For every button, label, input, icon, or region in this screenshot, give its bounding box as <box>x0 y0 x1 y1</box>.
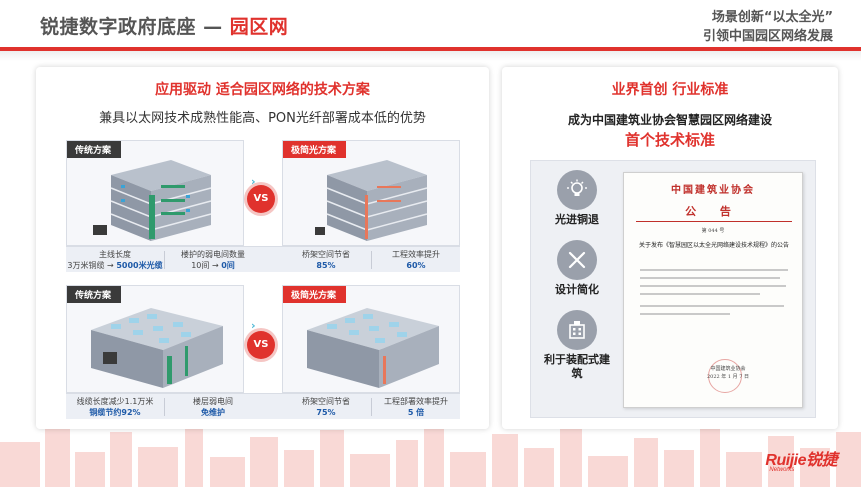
doc-sign-date: 2022 年 1 月 7 日 <box>706 374 750 380</box>
page-title-main: 锐捷数字政府底座 — <box>40 16 230 38</box>
building-icon <box>557 310 597 350</box>
doc-number: 第 044 号 <box>701 228 725 234</box>
stat-item: 工程部署效率提升 5 倍 <box>372 396 460 418</box>
industry-standard-subtitle: 成为中国建筑业协会智慧园区网络建设 <box>567 113 772 127</box>
stat-divider <box>371 251 372 269</box>
stat-value-prefix: 3万米铜缆 → <box>67 261 117 270</box>
tech-solution-title: 应用驱动 适合园区网络的技术方案 <box>155 82 370 98</box>
stat-item: 工程效率提升 60% <box>372 249 460 271</box>
doc-text-line <box>640 293 760 295</box>
feature-item: 设计简化 <box>541 240 613 297</box>
stat-value: 5000米光缆 <box>116 261 163 270</box>
tech-solution-subtitle: 兼具以太网技术成熟性能高、PON光纤部署成本低的优势 <box>99 111 426 126</box>
announcement-document: 中国建筑业协会 公 告 第 044 号 关于发布《智慧园区以太全光网络建设技术规… <box>623 172 803 408</box>
slogan-line-1: 场景创新“以太全光” <box>711 10 833 25</box>
industry-standard-panel: 业界首创 行业标准 成为中国建筑业协会智慧园区网络建设 首个技术标准 光进铜退 … <box>502 67 838 429</box>
stat-value-prefix: 10间 → <box>191 261 222 270</box>
traditional-solution-card-2: 传统方案 <box>66 285 244 393</box>
page-title-accent: 园区网 <box>229 16 289 38</box>
minimal-fiber-tag: 极简光方案 <box>283 286 347 303</box>
stat-label: 桥架空间节省 <box>302 250 350 259</box>
stat-label: 楼层弱电间 <box>193 397 233 406</box>
traditional-floor-illustration <box>91 308 223 388</box>
stat-value: 铜缆节约92% <box>89 408 141 417</box>
slogan-line-2: 引领中国园区网络发展 <box>702 29 833 44</box>
stat-value: 0间 <box>221 261 235 270</box>
bulb-icon <box>557 170 597 210</box>
stat-value: 75% <box>316 408 336 417</box>
vs-badge: VS <box>247 185 275 213</box>
feature-item: 利于装配式建筑 <box>541 310 613 381</box>
minimal-fiber-tag: 极简光方案 <box>283 141 347 158</box>
stat-item: 主线长度 3万米铜缆 → 5000米光缆 <box>66 249 164 271</box>
stat-label: 楼护的弱电间数量 <box>181 250 245 259</box>
header-shadow <box>0 51 861 61</box>
ruijie-logo: Ruijie锐捷 Networks <box>765 446 837 473</box>
city-skyline-background <box>0 422 861 487</box>
stat-item: 桥架空间节省 85% <box>282 249 370 271</box>
doc-title: 关于发布《智慧园区以太全光网络建设技术规程》的公告 <box>638 242 789 249</box>
stats-bar-1: 主线长度 3万米铜缆 → 5000米光缆 楼护的弱电间数量 10间 → 0间 桥… <box>66 246 460 272</box>
doc-org: 中国建筑业协会 <box>671 185 755 196</box>
traditional-solution-card-1: 传统方案 <box>66 140 244 246</box>
stat-item: 桥架空间节省 75% <box>282 396 370 418</box>
stat-divider <box>164 398 165 416</box>
stat-label: 主线长度 <box>99 250 131 259</box>
stat-value: 5 倍 <box>407 408 425 417</box>
minimal-fiber-solution-card-2: 极简光方案 <box>282 285 460 393</box>
stat-value: 60% <box>406 261 426 270</box>
header-divider <box>0 47 861 51</box>
feature-label: 设计简化 <box>555 283 599 296</box>
chevron-right-icon: › <box>251 175 256 188</box>
doc-text-line <box>640 305 784 307</box>
tools-icon <box>557 240 597 280</box>
stat-divider <box>164 251 165 269</box>
stat-item: 楼层弱电间 免维护 <box>165 396 261 418</box>
tech-solution-panel: 应用驱动 适合园区网络的技术方案 兼具以太网技术成熟性能高、PON光纤部署成本低… <box>36 67 489 429</box>
industry-standard-title: 业界首创 行业标准 <box>611 82 729 98</box>
page-title: 锐捷数字政府底座 — 园区网 <box>40 12 288 39</box>
doc-text-line <box>640 285 786 287</box>
standard-showcase: 光进铜退 设计简化 利于装配式建筑 中国建筑业协会 公 告 第 044 号 关于… <box>530 160 816 418</box>
doc-sign-org: 中国建筑业协会 <box>710 366 746 372</box>
minimal-fiber-solution-card-1: 极简光方案 <box>282 140 460 246</box>
traditional-tag: 传统方案 <box>67 141 122 158</box>
feature-label: 利于装配式建筑 <box>544 353 610 380</box>
doc-text-line <box>640 277 780 279</box>
traditional-tag: 传统方案 <box>67 286 122 303</box>
stat-item: 楼护的弱电间数量 10间 → 0间 <box>165 249 261 271</box>
feature-item: 光进铜退 <box>541 170 613 227</box>
fiber-building-illustration <box>315 160 428 241</box>
stat-value: 免维护 <box>201 408 225 417</box>
stat-item: 线缆长度减少1.1万米 铜缆节约92% <box>66 396 164 418</box>
stat-value: 85% <box>316 261 336 270</box>
chevron-right-icon: › <box>251 319 256 332</box>
logo-main-text: Ruijie锐捷 <box>765 452 837 469</box>
stats-bar-2: 线缆长度减少1.1万米 铜缆节约92% 楼层弱电间 免维护 桥架空间节省 75%… <box>66 393 460 419</box>
doc-text-line <box>640 313 730 315</box>
feature-label: 光进铜退 <box>555 213 599 226</box>
industry-standard-accent: 首个技术标准 <box>624 131 715 149</box>
stat-label: 桥架空间节省 <box>302 397 350 406</box>
fiber-floor-illustration <box>307 308 439 388</box>
header-slogan: 场景创新“以太全光” 引领中国园区网络发展 <box>703 8 833 46</box>
stat-label: 工程部署效率提升 <box>384 397 448 406</box>
doc-signature: 中国建筑业协会 2022 年 1 月 7 日 <box>698 365 758 381</box>
red-seal-stamp <box>708 359 742 393</box>
stat-divider <box>371 398 372 416</box>
doc-text-line <box>640 269 788 271</box>
stat-label: 线缆长度减少1.1万米 <box>76 397 154 406</box>
logo-sub-text: Networks <box>769 467 795 473</box>
stat-label: 工程效率提升 <box>392 250 440 259</box>
traditional-building-illustration <box>93 160 212 241</box>
vs-badge: VS <box>247 331 275 359</box>
doc-kind: 公 告 <box>685 205 741 218</box>
doc-rule <box>636 221 792 222</box>
